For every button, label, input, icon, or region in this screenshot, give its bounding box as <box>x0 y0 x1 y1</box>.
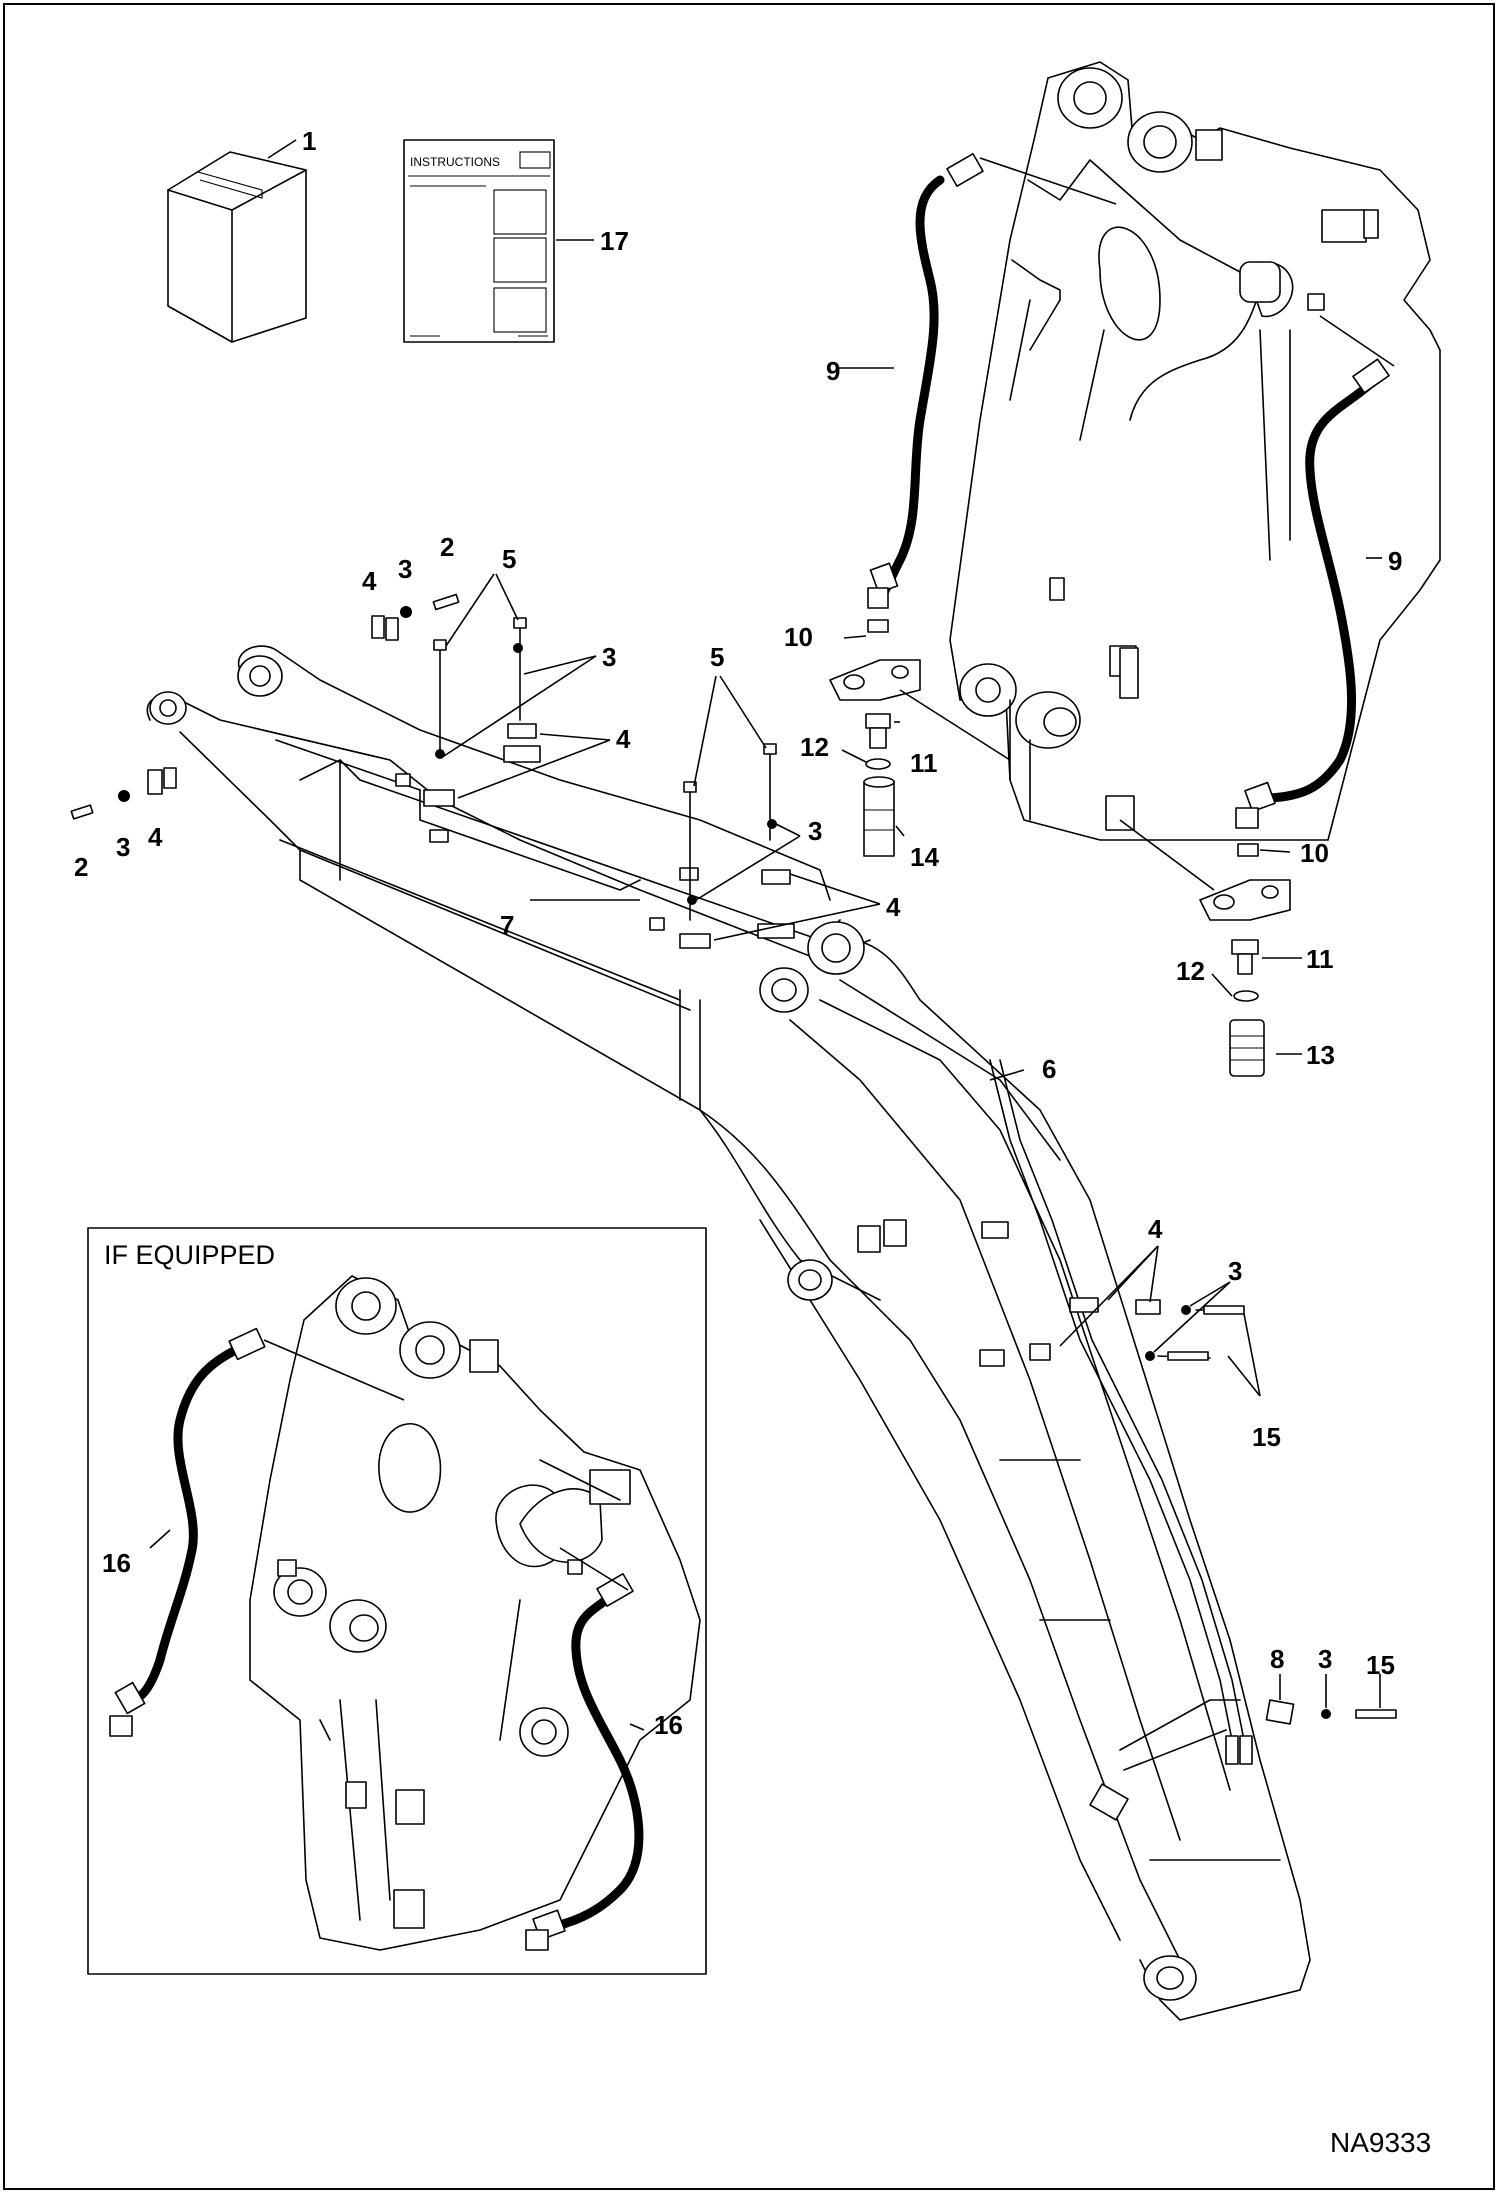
kit-box <box>167 151 307 343</box>
callout-3-left: 3 <box>116 832 130 862</box>
callout-2-left: 2 <box>74 852 88 882</box>
callout-16-left: 16 <box>102 1548 131 1578</box>
callout-11-lower: 11 <box>1306 944 1334 974</box>
callout-10-lower: 10 <box>1300 838 1329 868</box>
boom-hardware-left <box>70 593 795 949</box>
fitting-stack-upper <box>829 619 921 857</box>
callout-4-left: 4 <box>148 822 163 852</box>
callout-1: 1 <box>302 126 316 156</box>
hose-9-upper <box>867 153 984 609</box>
callout-3-mid: 3 <box>602 642 616 672</box>
fitting-stack-lower <box>1199 843 1291 1077</box>
callout-13: 13 <box>1306 1040 1335 1070</box>
callout-7: 7 <box>500 910 514 940</box>
callout-12-upper: 12 <box>800 732 829 762</box>
callout-4-mid: 4 <box>616 724 631 754</box>
callout-9-upper: 9 <box>826 356 840 386</box>
callout-5-center: 5 <box>710 642 724 672</box>
callout-11-upper: 11 <box>910 748 938 778</box>
drawing-number: NA9333 <box>1330 2127 1431 2158</box>
instruction-booklet: INSTRUCTIONS <box>403 139 555 343</box>
callout-10-upper: 10 <box>784 622 813 652</box>
hose-9-lower <box>1235 358 1390 829</box>
callout-15-right: 15 <box>1252 1422 1281 1452</box>
callout-5-top: 5 <box>502 544 516 574</box>
callout-4-top: 4 <box>362 566 377 596</box>
callout-4-right: 4 <box>1148 1214 1163 1244</box>
callout-3-bottom: 3 <box>1318 1644 1332 1674</box>
callout-2-top: 2 <box>440 532 454 562</box>
callout-3-right: 3 <box>1228 1256 1242 1286</box>
callout-16-right: 16 <box>654 1710 683 1740</box>
booklet-title: INSTRUCTIONS <box>410 155 500 169</box>
callout-labels: 1 17 9 9 10 10 11 11 12 12 13 14 2 2 3 3… <box>74 126 1402 1740</box>
callout-15-bottom: 15 <box>1366 1650 1395 1680</box>
inset-title: IF EQUIPPED <box>104 1240 275 1270</box>
inset-box <box>87 1227 707 1975</box>
callout-6: 6 <box>1042 1054 1056 1084</box>
hose-16-left <box>109 1327 266 1737</box>
callout-14: 14 <box>910 842 939 872</box>
arm-end-assembly <box>949 61 1441 841</box>
hose-16-right <box>525 1573 644 1951</box>
boom-hardware-right <box>1029 1297 1397 1725</box>
callout-9-lower: 9 <box>1388 546 1402 576</box>
callout-4-center: 4 <box>886 892 901 922</box>
drawing-frame <box>3 3 1495 2190</box>
callout-17: 17 <box>600 226 629 256</box>
callout-12-lower: 12 <box>1176 956 1205 986</box>
callout-3-top: 3 <box>398 554 412 584</box>
inset-arm-end <box>249 1275 701 1951</box>
callout-3-center: 3 <box>808 816 822 846</box>
callout-8: 8 <box>1270 1644 1284 1674</box>
boom <box>146 645 1311 2021</box>
